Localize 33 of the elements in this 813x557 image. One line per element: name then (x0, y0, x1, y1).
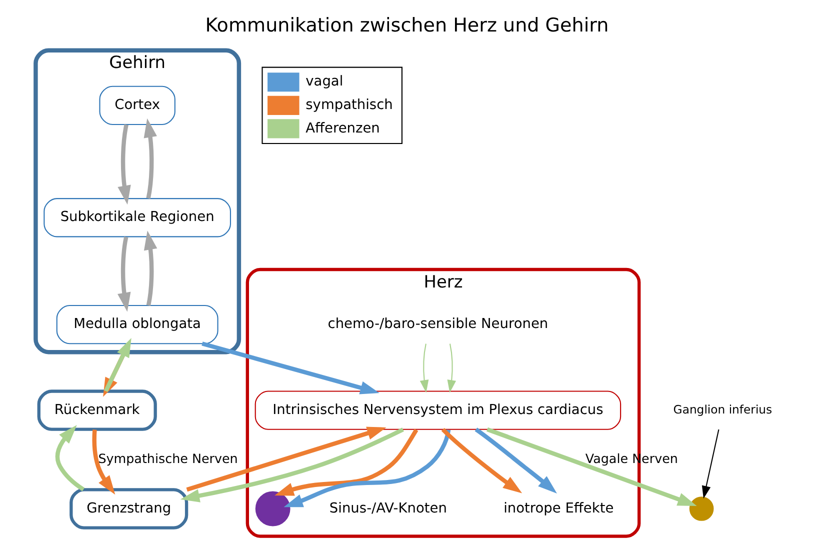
node-box: Grenzstrang (69, 488, 188, 530)
legend-label: sympathisch (305, 97, 392, 114)
arrow (54, 425, 84, 492)
arrow (117, 236, 130, 312)
arrow (274, 428, 418, 496)
diagram-title: Kommunikation zwischen Herz und Gehirn (204, 14, 608, 37)
arrow (419, 344, 428, 393)
node-circle (254, 491, 290, 526)
arrow (701, 429, 719, 499)
node-box: Medulla oblongata (56, 304, 218, 344)
node-box: Cortex (98, 86, 175, 125)
node-text: chemo-/baro-sensible Neuronen (327, 316, 548, 332)
arrow (283, 430, 450, 508)
node-box: Intrinsisches Nervensystem im Plexus cardiacus (254, 390, 621, 430)
arrow (143, 230, 157, 306)
arrow (180, 428, 404, 502)
node-circle (688, 496, 714, 521)
arrow (446, 344, 456, 393)
node-label: Sinus-/AV-Knoten (328, 500, 446, 516)
arrow (474, 428, 556, 494)
arrow (143, 118, 156, 199)
node-text: Ganglion inferius (672, 402, 772, 416)
arrow (440, 428, 522, 494)
node-box: Rückenmark (36, 390, 156, 431)
arrow (117, 124, 130, 205)
legend-label: vagal (305, 74, 343, 90)
node-box: Subkortikale Regionen (43, 198, 230, 238)
arrow (486, 427, 696, 506)
arrow (92, 430, 115, 495)
arrow (186, 426, 386, 492)
node-text: inotrope Effekte (503, 500, 614, 516)
edge-label: Sympathische Nerven (98, 450, 238, 466)
legend-label: Afferenzen (305, 120, 380, 136)
